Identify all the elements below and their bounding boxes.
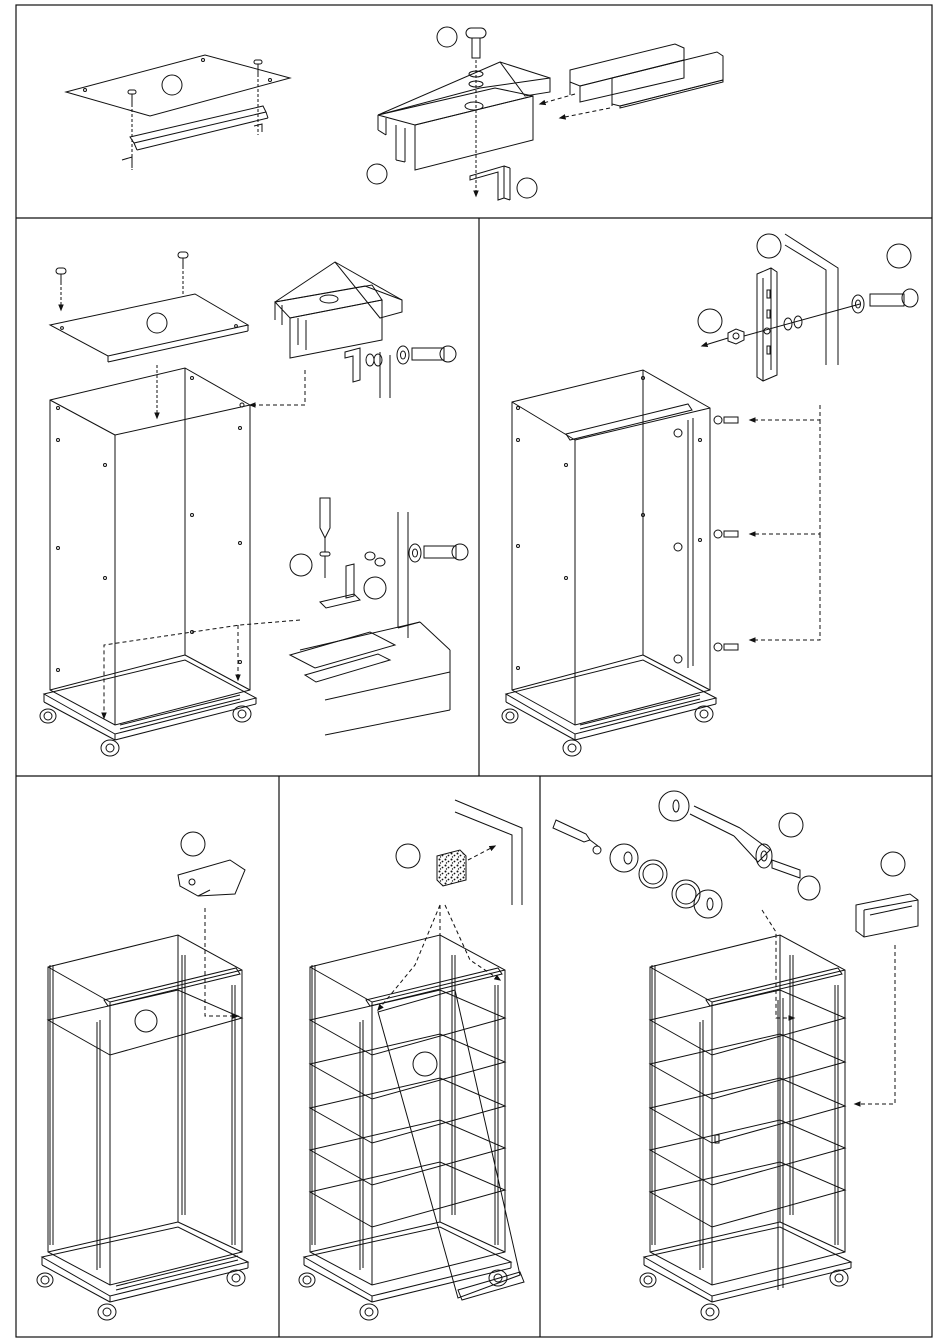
key-icon: [772, 860, 820, 900]
profile-channel-icon: [378, 44, 723, 170]
callout-circle: [779, 813, 803, 837]
lock-cylinder-icon: [690, 806, 772, 868]
callout-circle: [757, 234, 781, 258]
callout-circle: [413, 1052, 437, 1076]
glass-shelf-icon: [48, 990, 242, 1055]
callout-circle: [290, 554, 312, 576]
frame-corner-icon: [785, 234, 838, 365]
callout-circle: [517, 178, 537, 198]
callout-circle: [887, 244, 911, 268]
callout-circle: [367, 164, 387, 184]
cabinet-frame-icon: [44, 368, 256, 740]
door-catch-icon: [856, 894, 918, 937]
panel-cabinet-frame: [40, 252, 468, 756]
direction-arrow: [540, 94, 575, 104]
shelf-support-icon: [178, 860, 245, 896]
direction-arrow: [468, 846, 495, 860]
direction-arrow: [378, 905, 440, 1010]
glass-door-icon: [715, 998, 783, 1290]
direction-arrow: [250, 370, 305, 405]
slotted-strip-icon: [757, 268, 777, 381]
top-panel-icon: [50, 294, 248, 362]
direction-arrow: [560, 108, 610, 118]
castor-icon: [502, 706, 713, 756]
callout-circle: [881, 852, 905, 876]
panel-glass-shelves: [299, 800, 524, 1320]
nut-icon: [702, 329, 744, 346]
callout-circle: [162, 75, 182, 95]
bolt-icon: [870, 289, 918, 307]
screwdriver-icon: [553, 820, 598, 846]
panel-borders: [16, 5, 932, 1337]
rail-bracket-icon: [122, 106, 268, 168]
bracket-icon: [320, 552, 385, 608]
connector-block-icon: [275, 262, 402, 398]
washer-icon: [784, 295, 864, 330]
base-rail-icon: [290, 512, 450, 735]
screw-icon: [56, 252, 188, 310]
callout-circle: [135, 1010, 157, 1032]
panel-shelf-support: [37, 832, 248, 1320]
cabinet-frame-icon: [506, 370, 716, 740]
direction-arrow: [855, 945, 895, 1104]
glass-shelf-icon: [650, 990, 845, 1227]
callout-circle: [698, 309, 722, 333]
felt-pad-icon: [437, 850, 466, 886]
cabinet-frame-icon: [644, 935, 851, 1302]
direction-arrow: [750, 534, 820, 640]
callout-circle: [437, 27, 457, 47]
direction-arrow: [750, 405, 820, 420]
screwdriver-icon: [320, 498, 330, 578]
bolt-icon: [409, 544, 468, 562]
callout-circle: [396, 844, 420, 868]
glass-door-icon: [378, 990, 524, 1300]
glass-shelf-icon: [310, 990, 505, 1227]
callout-circle: [181, 832, 205, 856]
direction-arrow: [750, 420, 820, 534]
panel-side-strip: [502, 234, 918, 756]
screw-icon: [714, 416, 738, 651]
callout-circle: [147, 313, 167, 333]
panel-door-lock: [553, 791, 918, 1320]
cabinet-frame-icon: [42, 935, 248, 1302]
direction-arrow: [205, 908, 238, 1016]
frame-corner-icon: [455, 800, 522, 905]
panel-top-fixing: [66, 27, 723, 200]
callout-circle: [364, 577, 386, 599]
